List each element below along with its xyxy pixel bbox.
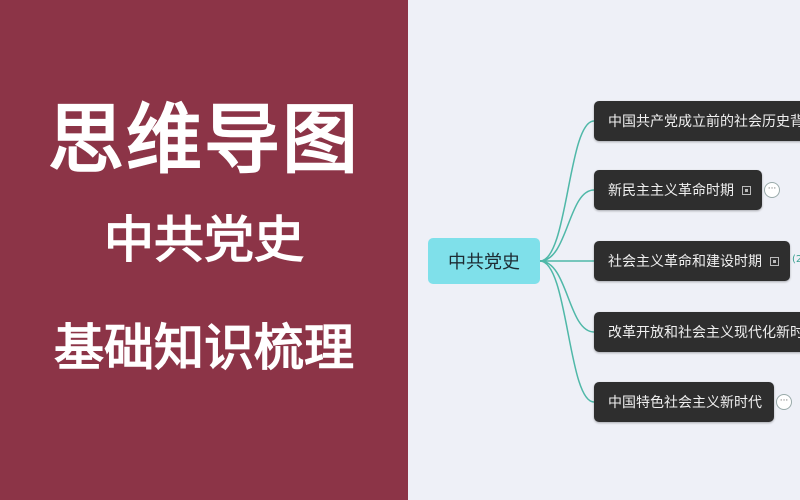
connector-4: [539, 260, 595, 333]
connector-lines: [539, 120, 595, 403]
cover-title: 思维导图: [48, 95, 360, 184]
collapsed-count[interactable]: (2: [792, 254, 800, 265]
expand-more-icon[interactable]: ···: [764, 182, 780, 198]
note-icon[interactable]: [742, 185, 751, 195]
branch-label: 改革开放和社会主义现代化新时: [608, 325, 800, 341]
branch-node[interactable]: 中国共产党成立前的社会历史背: [594, 101, 800, 141]
branch-label: 社会主义革命和建设时期: [608, 254, 762, 270]
note-icon[interactable]: [770, 256, 779, 266]
branch-node[interactable]: 改革开放和社会主义现代化新时: [594, 312, 800, 352]
branch-label: 中国共产党成立前的社会历史背: [608, 114, 800, 130]
branch-node[interactable]: 社会主义革命和建设时期: [594, 241, 790, 281]
root-node[interactable]: 中共党史: [428, 238, 540, 284]
branch-label: 中国特色社会主义新时代: [608, 395, 762, 411]
branch-node[interactable]: 新民主主义革命时期: [594, 170, 762, 210]
mindmap-canvas[interactable]: 中共党史 中国共产党成立前的社会历史背 新民主主义革命时期 ··· 社会主义革命…: [408, 0, 800, 500]
branch-node[interactable]: 中国特色社会主义新时代: [594, 382, 774, 422]
expand-more-icon[interactable]: ···: [776, 394, 792, 410]
cover-subtitle: 中共党史: [104, 211, 304, 269]
cover-panel: 思维导图 中共党史 基础知识梳理: [0, 0, 408, 500]
cover-caption: 基础知识梳理: [54, 319, 354, 377]
branch-label: 新民主主义革命时期: [608, 183, 734, 199]
connector-1: [539, 120, 595, 262]
connector-2: [539, 189, 595, 262]
connector-5: [539, 260, 595, 403]
